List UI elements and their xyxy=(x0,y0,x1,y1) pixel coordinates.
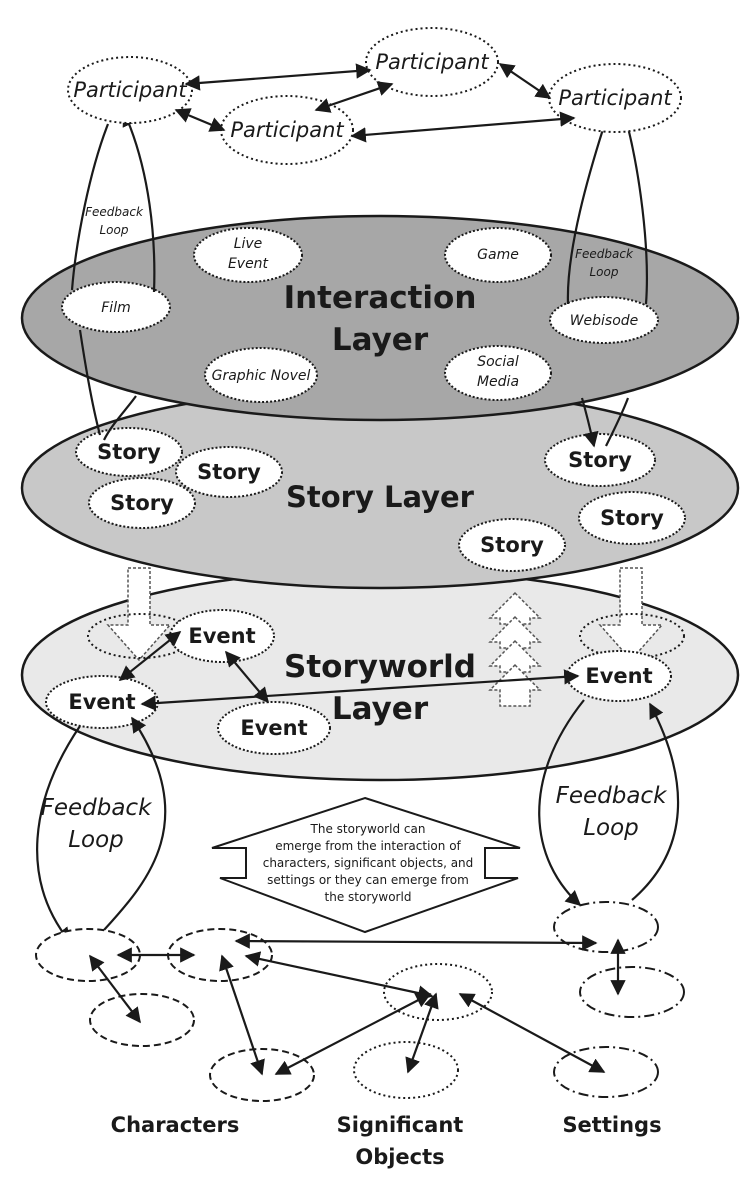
media-webisode: Webisode xyxy=(549,296,659,344)
feedback-loop-label-left-2: Loop xyxy=(100,223,129,237)
callout-box: The storyworld can emerge from the inter… xyxy=(211,796,521,934)
interaction-layer-title-line1: Interaction xyxy=(284,280,477,316)
object-node xyxy=(353,1041,459,1099)
media-social-media-label-1: Social xyxy=(477,354,519,370)
media-film: Film xyxy=(61,281,171,333)
feedback-loop-large-left-2: Loop xyxy=(68,827,124,853)
event-node: Event xyxy=(45,675,159,729)
media-live-event-label-2: Event xyxy=(228,256,269,272)
participant-label: Participant xyxy=(375,50,489,74)
label-characters: Characters xyxy=(111,1113,240,1137)
media-graphic-novel-label: Graphic Novel xyxy=(212,368,311,384)
event-label: Event xyxy=(240,716,307,740)
setting-node xyxy=(553,901,659,953)
storyworld-layer-title-line2: Layer xyxy=(332,691,429,727)
settings-group xyxy=(553,901,685,1098)
callout-line: the storyworld xyxy=(325,890,412,904)
participant-arrows xyxy=(174,63,576,143)
feedback-loop-large-left-1: Feedback xyxy=(41,795,153,821)
story-label: Story xyxy=(568,448,632,472)
participant-label: Participant xyxy=(558,86,672,110)
event-label: Event xyxy=(188,624,255,648)
callout-line: settings or they can emerge from xyxy=(267,873,469,887)
media-game: Game xyxy=(444,227,552,283)
media-film-label: Film xyxy=(101,300,130,316)
participant-label: Participant xyxy=(230,118,344,142)
label-settings: Settings xyxy=(562,1113,661,1137)
story-node: Story xyxy=(458,518,566,572)
media-webisode-label: Webisode xyxy=(570,313,639,329)
event-node: Event xyxy=(217,701,331,755)
feedback-loop-label-right-2: Loop xyxy=(590,265,619,279)
feedback-loop-large-right-1: Feedback xyxy=(556,783,668,809)
story-node: Story xyxy=(75,427,183,477)
story-label: Story xyxy=(197,460,261,484)
event-arrows xyxy=(118,631,580,711)
feedback-loop-label-left-1: Feedback xyxy=(85,205,144,219)
bottom-arrows xyxy=(89,933,626,1076)
media-game-label: Game xyxy=(477,247,519,263)
participant-node: Participant xyxy=(548,63,682,133)
feedback-curves-bottom xyxy=(36,699,680,944)
story-label: Story xyxy=(480,533,544,557)
event-label: Event xyxy=(585,664,652,688)
media-social-media: Social Media xyxy=(444,345,552,401)
callout-line: The storyworld can xyxy=(310,822,426,836)
storyworld-layer-title-line1: Storyworld xyxy=(284,649,476,685)
participant-label: Participant xyxy=(73,78,187,102)
setting-node xyxy=(579,966,685,1018)
media-live-event-label-1: Live xyxy=(234,236,263,252)
label-significant-objects-2: Objects xyxy=(355,1145,444,1169)
object-node xyxy=(383,963,493,1021)
story-node: Story xyxy=(88,477,196,529)
callout-line: emerge from the interaction of xyxy=(275,839,461,853)
event-node: Event xyxy=(566,650,672,702)
story-label: Story xyxy=(600,506,664,530)
media-social-media-label-2: Media xyxy=(477,374,519,390)
story-label: Story xyxy=(110,491,174,515)
media-live-event: Live Event xyxy=(193,227,303,283)
story-layer-title: Story Layer xyxy=(286,480,475,514)
story-node: Story xyxy=(578,491,686,545)
interaction-layer-title-line2: Layer xyxy=(332,322,429,358)
feedback-loop-label-right-1: Feedback xyxy=(575,247,634,261)
participant-node: Participant xyxy=(365,27,499,97)
character-node xyxy=(209,1048,315,1102)
feedback-curves-top xyxy=(70,110,648,448)
participant-node: Participant xyxy=(67,56,193,124)
feedback-loop-large-right-2: Loop xyxy=(583,815,639,841)
story-label: Story xyxy=(97,440,161,464)
event-node: Event xyxy=(169,609,275,663)
callout-line: characters, significant objects, and xyxy=(263,856,474,870)
story-node: Story xyxy=(175,446,283,498)
participant-node: Participant xyxy=(220,95,354,165)
character-node xyxy=(89,993,195,1047)
label-significant-objects-1: Significant xyxy=(337,1113,464,1137)
media-graphic-novel: Graphic Novel xyxy=(204,347,318,403)
event-label: Event xyxy=(68,690,135,714)
story-node: Story xyxy=(544,433,656,487)
